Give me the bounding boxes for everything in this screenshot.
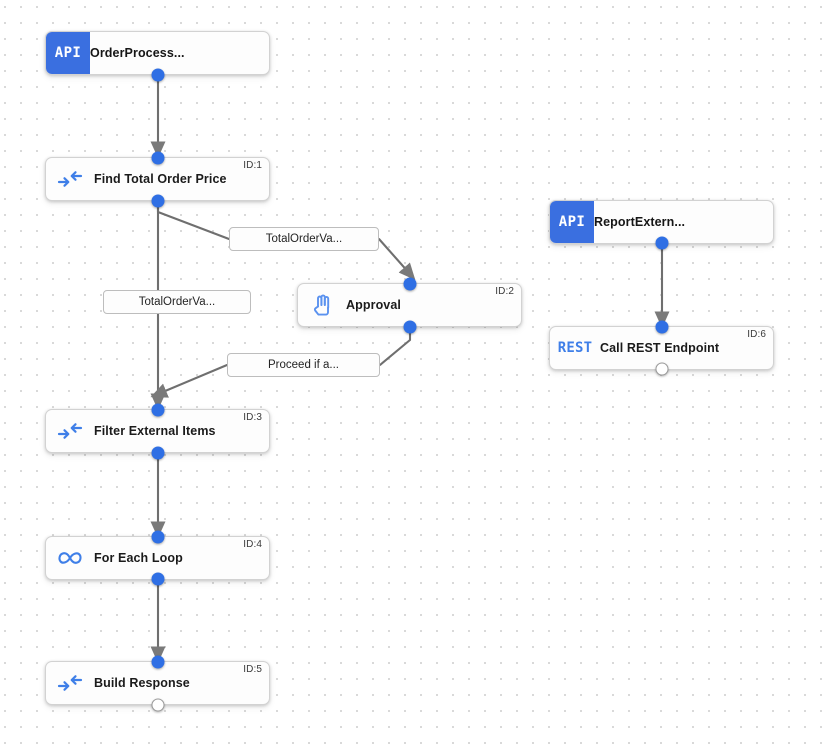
port-order-process-out[interactable]	[151, 68, 165, 82]
port-filter-out[interactable]	[151, 446, 165, 460]
transform-arrows-icon	[46, 662, 94, 704]
transform-arrows-icon	[46, 410, 94, 452]
node-label: For Each Loop	[94, 551, 183, 565]
edge-label-proceed-if-a[interactable]: Proceed if a...	[227, 353, 380, 377]
port-call-rest-in[interactable]	[655, 320, 669, 334]
node-label: OrderProcess...	[90, 46, 185, 60]
node-id-badge: ID:2	[495, 286, 514, 297]
node-label: ReportExtern...	[594, 215, 686, 229]
infinity-loop-icon	[46, 537, 94, 579]
port-find-total-out[interactable]	[151, 194, 165, 208]
rest-badge-text: REST	[557, 340, 593, 356]
port-build-response-terminal[interactable]	[151, 698, 165, 712]
node-id-badge: ID:4	[243, 539, 262, 550]
node-label: Find Total Order Price	[94, 172, 227, 186]
port-foreach-in[interactable]	[151, 530, 165, 544]
node-id-badge: ID:3	[243, 412, 262, 423]
transform-arrows-icon	[46, 158, 94, 200]
edge-label-total-order-va-lower[interactable]: TotalOrderVa...	[103, 290, 251, 314]
node-order-process[interactable]: API OrderProcess...	[45, 31, 270, 75]
api-badge-icon: API	[46, 32, 90, 74]
edge-label-text: Proceed if a...	[268, 359, 339, 371]
port-approval-out[interactable]	[403, 320, 417, 334]
edge-label-text: TotalOrderVa...	[138, 296, 216, 308]
port-filter-in[interactable]	[151, 403, 165, 417]
port-find-total-in[interactable]	[151, 151, 165, 165]
node-id-badge: ID:5	[243, 664, 262, 675]
port-foreach-out[interactable]	[151, 572, 165, 586]
node-label: Approval	[346, 298, 401, 312]
api-badge-text: API	[558, 214, 586, 230]
node-id-badge: ID:1	[243, 160, 262, 171]
node-id-badge: ID:6	[747, 329, 766, 340]
api-badge-text: API	[54, 45, 82, 61]
raised-hand-icon	[298, 284, 346, 326]
node-label: Build Response	[94, 676, 190, 690]
port-report-external-out[interactable]	[655, 236, 669, 250]
node-label: Call REST Endpoint	[600, 341, 720, 355]
api-badge-icon: API	[550, 201, 594, 243]
node-label: Filter External Items	[94, 424, 216, 438]
rest-badge-icon: REST	[550, 327, 600, 369]
port-approval-in[interactable]	[403, 277, 417, 291]
port-call-rest-terminal[interactable]	[655, 362, 669, 376]
edge-label-text: TotalOrderVa...	[265, 233, 343, 245]
port-build-response-in[interactable]	[151, 655, 165, 669]
edge-label-total-order-va-upper[interactable]: TotalOrderVa...	[229, 227, 379, 251]
